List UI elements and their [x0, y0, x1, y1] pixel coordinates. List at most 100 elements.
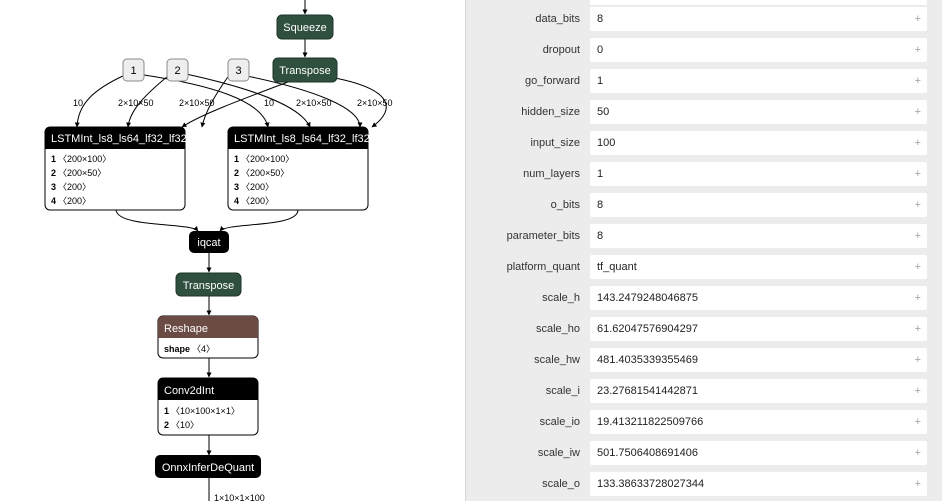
attribute-value-field[interactable]: 8 + [590, 193, 927, 217]
node-reshape[interactable]: Reshape shape〈4〉 [157, 315, 259, 359]
attribute-value-field[interactable]: 19.413211822509766 + [590, 410, 927, 434]
attribute-value-field[interactable]: 8 + [590, 224, 927, 248]
attribute-value: 23.27681541442871 [597, 385, 698, 397]
attribute-row: num_layers 1 + [466, 160, 942, 191]
attribute-value-field[interactable]: 143.2479248046875 + [590, 286, 927, 310]
attribute-value: 1 [597, 75, 604, 87]
input-label: 2 [174, 65, 180, 77]
attribute-value: 61.62047576904297 [597, 323, 698, 335]
graph-svg: 10 2×10×50 2×10×50 10 2×10×50 2×10×50 1×… [44, 0, 393, 501]
attribute-name: scale_ho [535, 323, 580, 335]
input-label: 3 [235, 65, 241, 77]
attr-row: 4〈200〉 [234, 196, 274, 206]
attribute-row: data_bits 8 + [466, 5, 942, 36]
attribute-value-field[interactable]: 8 + [590, 7, 927, 31]
expand-icon[interactable]: + [914, 44, 921, 56]
expand-icon[interactable]: + [914, 137, 921, 149]
attribute-value: 19.413211822509766 [597, 416, 704, 428]
expand-icon[interactable]: + [914, 261, 921, 273]
node-transpose-mid[interactable]: Transpose [175, 272, 242, 297]
input-node-1[interactable]: 1 [122, 58, 145, 82]
input-node-3[interactable]: 3 [227, 58, 250, 82]
edge-in2-lstm-right [185, 73, 311, 128]
attribute-value: 501.7506408691406 [597, 447, 698, 459]
graph-edges [74, 0, 387, 501]
expand-icon[interactable]: + [914, 292, 921, 304]
input-node-2[interactable]: 2 [166, 58, 189, 82]
expand-icon[interactable]: + [914, 385, 921, 397]
attribute-name: dropout [542, 44, 580, 56]
node-iqcat[interactable]: iqcat [189, 231, 229, 253]
attribute-name: o_bits [550, 199, 580, 211]
expand-icon[interactable]: + [914, 323, 921, 335]
attribute-name: scale_io [539, 416, 580, 428]
attr-row: 2〈200×50〉 [234, 168, 289, 178]
attribute-name: parameter_bits [506, 230, 580, 242]
attribute-value: 133.38633728027344 [597, 478, 705, 490]
attribute-name: scale_hw [534, 354, 580, 366]
edge-label: 2×10×50 [118, 98, 154, 108]
properties-top-field [590, 0, 927, 5]
attribute-row: platform_quant tf_quant + [466, 253, 942, 284]
attribute-value-field[interactable]: 100 + [590, 131, 927, 155]
attribute-name: scale_h [542, 292, 580, 304]
expand-icon[interactable]: + [914, 447, 921, 459]
expand-icon[interactable]: + [914, 416, 921, 428]
node-title: OnnxInferDeQuant [162, 462, 254, 474]
attribute-value: 0 [597, 44, 604, 56]
attribute-row: scale_i 23.27681541442871 + [466, 377, 942, 408]
attr-row: 1〈10×100×1×1〉 [164, 406, 240, 416]
edge-label: 2×10×50 [179, 98, 215, 108]
graph-canvas[interactable]: 10 2×10×50 2×10×50 10 2×10×50 2×10×50 1×… [0, 0, 465, 501]
expand-icon[interactable]: + [914, 13, 921, 25]
attribute-value-field[interactable]: 23.27681541442871 + [590, 379, 927, 403]
node-conv2dint[interactable]: Conv2dInt 1〈10×100×1×1〉 2〈10〉 [157, 377, 259, 436]
attr-row: 2〈10〉 [164, 420, 199, 430]
edge-transpose-lstm-left [181, 81, 289, 128]
attribute-value: 50 [597, 106, 610, 118]
expand-icon[interactable]: + [914, 199, 921, 211]
attribute-name: scale_i [545, 385, 580, 397]
attribute-value: 143.2479248046875 [597, 292, 698, 304]
attribute-value: 100 [597, 137, 616, 149]
input-label: 1 [130, 65, 136, 77]
attribute-value-field[interactable]: 1 + [590, 162, 927, 186]
attribute-row: parameter_bits 8 + [466, 222, 942, 253]
node-lstm-right[interactable]: LSTMInt_ls8_ls64_lf32_lf32 1〈200×100〉 2〈… [227, 126, 370, 211]
attribute-value-field[interactable]: 481.4035339355469 + [590, 348, 927, 372]
attribute-value-field[interactable]: 501.7506408691406 + [590, 441, 927, 465]
node-transpose-top[interactable]: Transpose [272, 57, 338, 83]
attr-row: 1〈200×100〉 [51, 154, 111, 164]
node-title: Squeeze [283, 22, 326, 34]
attribute-value-field[interactable]: tf_quant + [590, 255, 927, 279]
edge-lstm-right-iqcat [219, 209, 299, 232]
edge-label: 2×10×50 [357, 98, 393, 108]
attr-row: shape〈4〉 [164, 344, 215, 354]
node-onnx-infer-dequant[interactable]: OnnxInferDeQuant [155, 455, 261, 478]
edge-label: 10 [73, 98, 83, 108]
attribute-row: hidden_size 50 + [466, 98, 942, 129]
attribute-row: input_size 100 + [466, 129, 942, 160]
expand-icon[interactable]: + [914, 354, 921, 366]
node-squeeze[interactable]: Squeeze [276, 14, 334, 40]
expand-icon[interactable]: + [914, 478, 921, 490]
expand-icon[interactable]: + [914, 75, 921, 87]
attribute-value-field[interactable]: 1 + [590, 69, 927, 93]
expand-icon[interactable]: + [914, 230, 921, 242]
expand-icon[interactable]: + [914, 106, 921, 118]
node-title: Reshape [164, 323, 208, 335]
attribute-value-field[interactable]: 133.38633728027344 + [590, 472, 927, 496]
edge-label: 2×10×50 [296, 98, 332, 108]
node-lstm-left[interactable]: LSTMInt_ls8_ls64_lf32_lf32 1〈200×100〉 2〈… [44, 126, 187, 211]
attribute-value-field[interactable]: 0 + [590, 38, 927, 62]
attribute-value-field[interactable]: 61.62047576904297 + [590, 317, 927, 341]
attribute-name: scale_o [542, 478, 580, 490]
attribute-value-field[interactable]: 50 + [590, 100, 927, 124]
node-title: iqcat [197, 237, 220, 249]
properties-panel: data_bits 8 + dropout 0 + go_forward 1 +… [465, 0, 942, 501]
attribute-row: scale_io 19.413211822509766 + [466, 408, 942, 439]
attribute-value: 481.4035339355469 [597, 354, 698, 366]
attribute-row: scale_hw 481.4035339355469 + [466, 346, 942, 377]
attribute-row: scale_h 143.2479248046875 + [466, 284, 942, 315]
expand-icon[interactable]: + [914, 168, 921, 180]
